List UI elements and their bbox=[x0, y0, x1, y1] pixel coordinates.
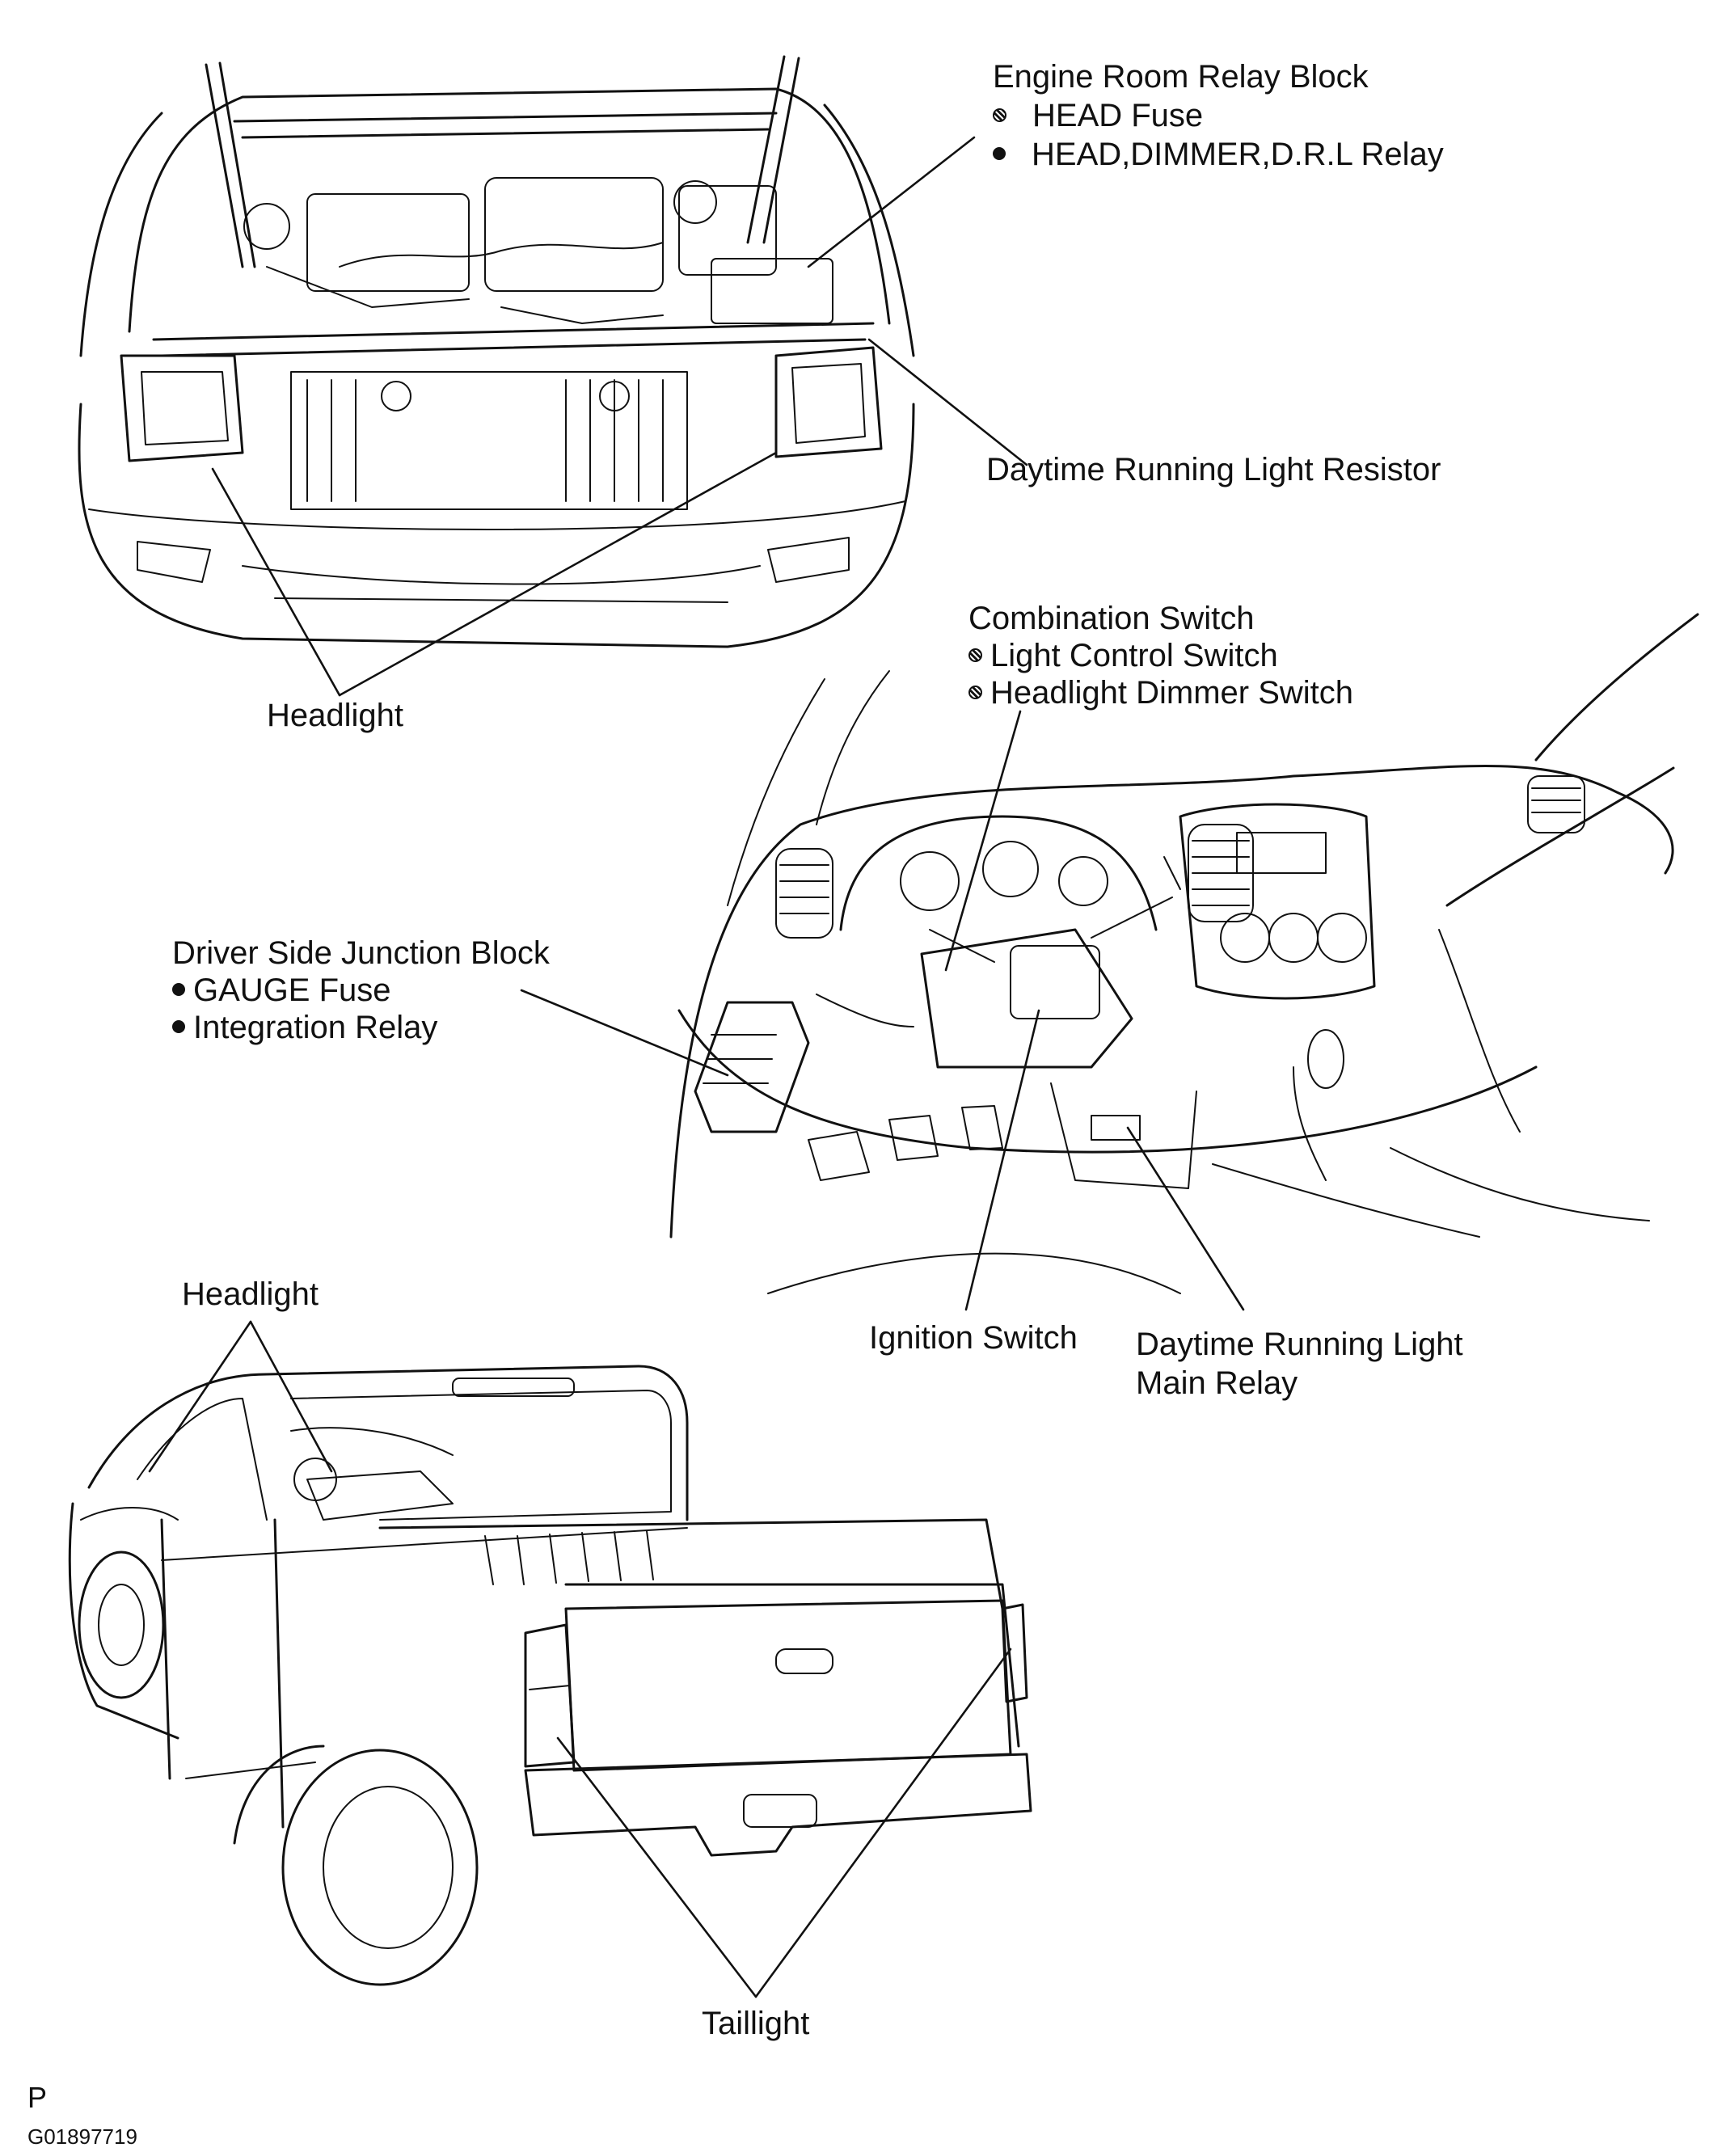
engine-room-relay-block-item-1: HEAD Fuse bbox=[993, 97, 1203, 134]
combination-switch-item-2: Headlight Dimmer Switch bbox=[968, 674, 1353, 711]
bullet-icon bbox=[968, 648, 982, 662]
leader-taillight-left bbox=[556, 1736, 757, 1998]
dashboard-illustration bbox=[669, 613, 1699, 1294]
page-mark: P bbox=[27, 2081, 48, 2114]
leader-drl-main-relay bbox=[1126, 1126, 1245, 1311]
bullet-icon bbox=[993, 147, 1006, 161]
drl-main-relay-label-line1: Daytime Running Light bbox=[1136, 1327, 1463, 1362]
leader-ignition-switch bbox=[964, 1009, 1040, 1311]
engine-room-relay-block-title: Engine Room Relay Block bbox=[993, 59, 1369, 95]
leader-engine-relay-block bbox=[807, 136, 976, 268]
leader-headlight-left bbox=[211, 467, 341, 697]
leader-truck-headlight-1 bbox=[148, 1320, 252, 1473]
engine-bay-illustration bbox=[78, 55, 915, 648]
leader-taillight-right bbox=[754, 1648, 1012, 1998]
ignition-switch-label: Ignition Switch bbox=[869, 1320, 1078, 1356]
headlight-truck-label: Headlight bbox=[182, 1276, 319, 1312]
leader-drl-resistor bbox=[867, 338, 1028, 466]
bullet-icon bbox=[172, 1020, 185, 1034]
engine-room-relay-block-item-2: HEAD,DIMMER,D.R.L Relay bbox=[993, 136, 1444, 173]
figure-code: G01897719 bbox=[27, 2124, 137, 2149]
leader-junction-block bbox=[520, 989, 729, 1077]
driver-side-junction-block-item-2: Integration Relay bbox=[172, 1009, 437, 1046]
leader-truck-headlight-2 bbox=[249, 1320, 333, 1473]
leader-combination-switch bbox=[944, 710, 1022, 972]
driver-side-junction-block-title: Driver Side Junction Block bbox=[172, 935, 550, 971]
pickup-truck-illustration bbox=[68, 1365, 1032, 1986]
drl-resistor-label: Daytime Running Light Resistor bbox=[986, 452, 1441, 487]
driver-side-junction-block-item-1: GAUGE Fuse bbox=[172, 972, 391, 1009]
bullet-icon bbox=[172, 983, 185, 997]
combination-switch-item-1: Light Control Switch bbox=[968, 637, 1278, 674]
combination-switch-title: Combination Switch bbox=[968, 601, 1255, 636]
headlight-front-label: Headlight bbox=[267, 698, 404, 733]
taillight-label: Taillight bbox=[702, 2006, 810, 2041]
drl-main-relay-label-line2: Main Relay bbox=[1136, 1365, 1298, 1401]
leader-headlight-right bbox=[338, 451, 778, 697]
bullet-icon bbox=[993, 108, 1006, 122]
bullet-icon bbox=[968, 685, 982, 699]
